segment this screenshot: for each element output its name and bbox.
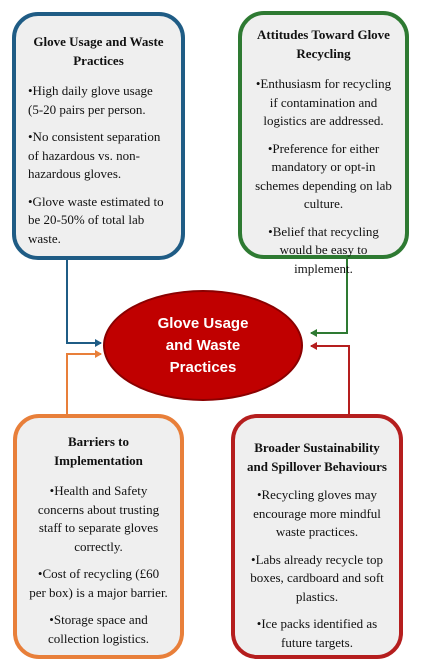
arrow-top-left (66, 260, 102, 347)
list-item: •Health and Safety concerns about trusti… (37, 483, 160, 554)
attitudes-list: •Enthusiasm for recycling if contaminati… (254, 75, 393, 278)
barriers-title: Barriers to Implementation (54, 434, 143, 468)
list-item: •Storage space and collection logistics. (47, 612, 150, 646)
list-item: •Glove waste estimated to be 20-50% of t… (28, 193, 164, 246)
list-item: •No consistent separation of hazardous v… (28, 129, 161, 181)
glove-usage-title: Glove Usage and Waste Practices (33, 34, 164, 68)
arrow-bottom-right (310, 342, 350, 414)
sustainability-list: •Recycling gloves may encourage more min… (247, 486, 387, 652)
attitudes-title: Attitudes Toward Glove Recycling (257, 27, 390, 61)
glove-usage-list: •High daily glove usage (5-20 pairs per … (28, 82, 169, 248)
list-item: •Ice packs identified as future targets. (256, 616, 378, 650)
list-item: •Enthusiasm for recycling if contaminati… (255, 76, 392, 128)
attitudes-box: Attitudes Toward Glove Recycling •Enthus… (238, 11, 409, 276)
list-item: •Belief that recycling would be easy to … (268, 223, 379, 276)
list-item: •Recycling gloves may encourage more min… (253, 487, 381, 539)
sustainability-title: Broader Sustainability and Spillover Beh… (247, 440, 387, 474)
sustainability-box: Broader Sustainability and Spillover Beh… (231, 414, 403, 659)
barriers-box: Barriers to Implementation •Health and S… (13, 414, 184, 659)
list-item: •Labs already recycle top boxes, cardboa… (250, 551, 384, 604)
arrow-bottom-left (66, 350, 102, 414)
center-ellipse: Glove Usage and Waste Practices (103, 290, 303, 401)
list-item: •Cost of recycling (£60 per box) is a ma… (29, 566, 168, 600)
arrow-top-right (310, 259, 348, 337)
list-item: •High daily glove usage (5-20 pairs per … (28, 83, 153, 117)
list-item: •Preference for either mandatory or opt-… (255, 140, 392, 212)
glove-usage-box: Glove Usage and Waste Practices •High da… (12, 12, 185, 260)
barriers-list: •Health and Safety concerns about trusti… (29, 482, 168, 648)
